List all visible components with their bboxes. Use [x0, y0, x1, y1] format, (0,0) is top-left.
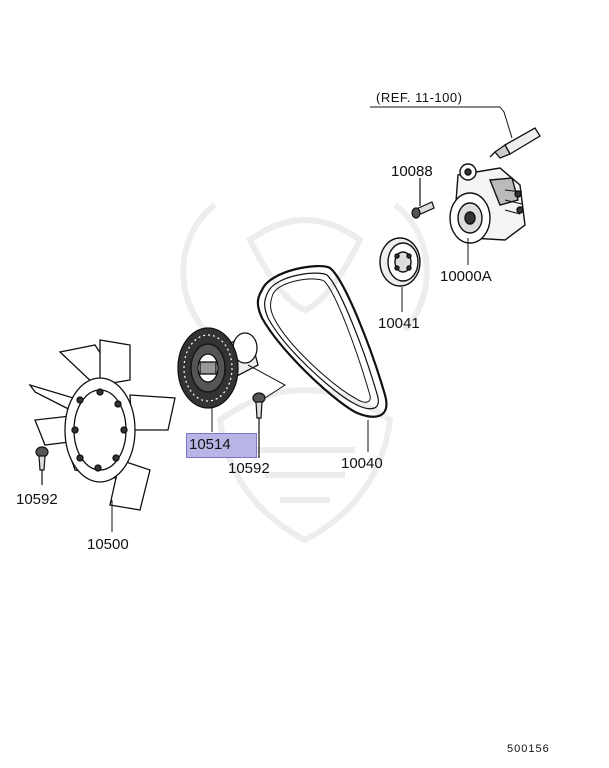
grease-tube-drawing	[489, 127, 541, 159]
label-10592-right[interactable]: 10592	[228, 460, 270, 477]
label-10514[interactable]: 10514	[189, 436, 231, 453]
bolt-10088-drawing	[411, 178, 435, 219]
fan-10500-drawing	[28, 339, 176, 511]
fan-clutch-10514-drawing	[177, 327, 259, 409]
bolt-10592-right-drawing	[252, 392, 266, 458]
label-10500[interactable]: 10500	[87, 536, 129, 553]
ref-leader	[370, 106, 513, 139]
watermark-crest	[180, 202, 430, 544]
label-10088[interactable]: 10088	[391, 163, 433, 180]
label-10040[interactable]: 10040	[341, 455, 383, 472]
label-10041[interactable]: 10041	[378, 315, 420, 332]
label-ref[interactable]: (REF. 11-100)	[376, 90, 463, 105]
alternator-drawing	[449, 163, 526, 244]
label-10592-left[interactable]: 10592	[16, 491, 58, 508]
diagram-id: 500156	[507, 743, 550, 755]
leader-10592-right-bracket	[247, 364, 286, 401]
bolt-10592-left-drawing	[35, 446, 49, 485]
label-10000A[interactable]: 10000A	[440, 268, 492, 285]
belt-10040-drawing	[256, 264, 388, 418]
pulley-10041-drawing	[379, 237, 421, 287]
highlight-10514	[186, 433, 257, 458]
